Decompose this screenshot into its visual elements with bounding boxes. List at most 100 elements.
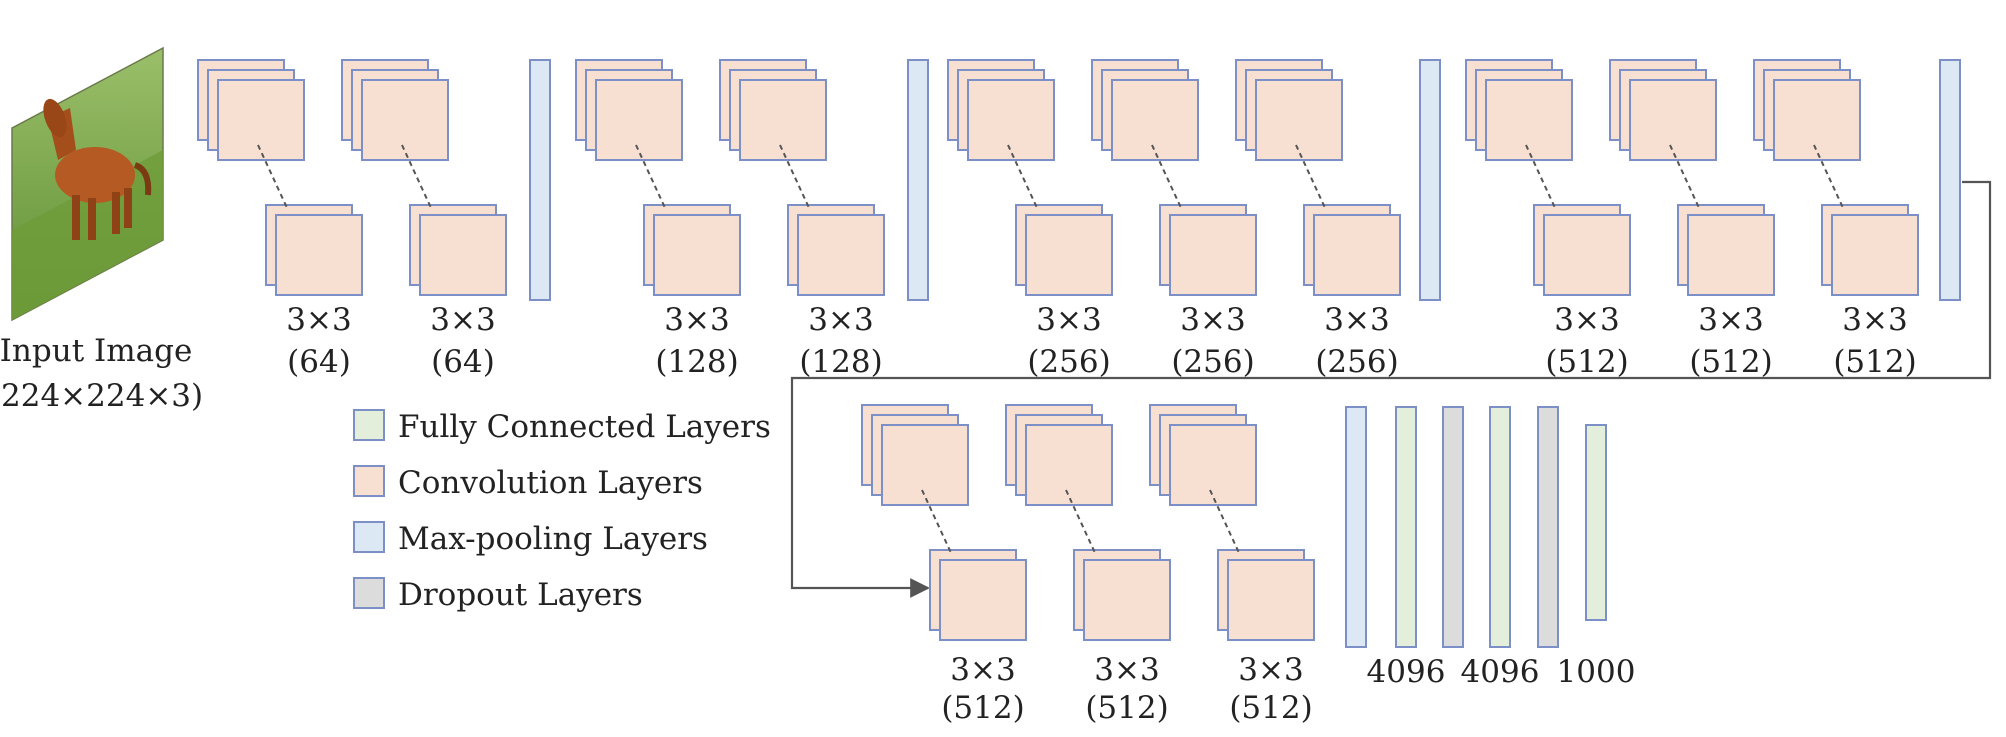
- conv-sheet: [1255, 79, 1343, 161]
- conv-filters-label: (64): [287, 344, 351, 380]
- conv-layer: 3×3 (64): [341, 59, 507, 380]
- conv-layer: 3×3(256): [947, 59, 1113, 380]
- conv-sheet: [361, 79, 449, 161]
- conv-layer: 3×3(512): [1465, 59, 1631, 380]
- legend-swatch-dropout: [353, 577, 385, 609]
- kernel-dashed-line: [1007, 144, 1039, 211]
- kernel-dashed-line: [1065, 489, 1097, 556]
- legend-label-conv: Convolution Layers: [398, 465, 703, 501]
- conv-layer: 3×3(512): [1005, 404, 1171, 726]
- conv-filters-label: (256): [1027, 344, 1110, 380]
- conv-sheet: [1773, 79, 1861, 161]
- conv-filters-label: (512): [1689, 344, 1772, 380]
- kernel-dashed-line: [1669, 144, 1701, 211]
- pool-bar: [1345, 406, 1367, 648]
- conv-sheet: [595, 79, 683, 161]
- pool-bar: [1419, 59, 1441, 301]
- conv-layer: 3×3(512): [861, 404, 1027, 726]
- dropout-layer: [1442, 406, 1464, 648]
- legend-swatch-pool: [353, 521, 385, 553]
- dropout-layer: [1537, 406, 1559, 648]
- kernel-dashed-line: [779, 144, 811, 211]
- conv-layer: 3×3 (64): [197, 59, 363, 380]
- conv-filters-label: (512): [1085, 690, 1168, 726]
- conv-filters-label: (256): [1171, 344, 1254, 380]
- conv-sheet: [1025, 424, 1113, 506]
- conv-layer: 3×3(128): [575, 59, 741, 380]
- kernel-dashed-line: [257, 144, 289, 211]
- row-connector-arrow: [790, 180, 1992, 598]
- legend-swatch-conv: [353, 465, 385, 497]
- conv-sheet: [275, 214, 363, 296]
- conv-filters-label: (512): [1833, 344, 1916, 380]
- conv-kernel-label: 3×3: [1180, 302, 1245, 338]
- conv-kernel-label: 3×3: [1698, 302, 1763, 338]
- kernel-dashed-line: [1151, 144, 1183, 211]
- conv-sheet: [797, 214, 885, 296]
- conv-sheet: [653, 214, 741, 296]
- fc-bar: [1395, 406, 1417, 648]
- fc-units-label: 1000: [1557, 654, 1636, 690]
- conv-layer: 3×3(256): [1235, 59, 1401, 380]
- conv-layer: 3×3 (512): [1609, 59, 1775, 380]
- conv-sheet: [1111, 79, 1199, 161]
- conv-sheet: [739, 79, 827, 161]
- legend-swatch-fc: [353, 409, 385, 441]
- dropout-bar: [1537, 406, 1559, 648]
- conv-filters-label: (512): [941, 690, 1024, 726]
- conv-sheet: [1485, 79, 1573, 161]
- pool-layer: [1419, 59, 1441, 301]
- conv-kernel-label: 3×3: [1842, 302, 1907, 338]
- conv-layer: 3×3 (512): [1753, 59, 1919, 380]
- input-image-label: Input Image: [0, 333, 192, 369]
- kernel-dashed-line: [401, 144, 433, 211]
- conv-sheet: [1831, 214, 1919, 296]
- pool-bar: [1939, 59, 1961, 301]
- conv-sheet: [1169, 214, 1257, 296]
- conv-kernel-label: 3×3: [1324, 302, 1389, 338]
- kernel-dashed-line: [921, 489, 953, 556]
- input-image: [11, 46, 164, 322]
- conv-sheet: [1169, 424, 1257, 506]
- fc-units-label: 4096: [1367, 654, 1446, 690]
- conv-layer: 3×3(512): [1149, 404, 1315, 726]
- conv-sheet: [881, 424, 969, 506]
- legend-label-fc: Fully Connected Layers: [398, 409, 771, 445]
- input-image-dims: (224×224×3): [0, 378, 203, 414]
- conv-kernel-label: 3×3: [430, 302, 495, 338]
- conv-kernel-label: 3×3: [808, 302, 873, 338]
- conv-kernel-label: 3×3: [1554, 302, 1619, 338]
- kernel-dashed-line: [1813, 144, 1845, 211]
- conv-layer: 3×3 (256): [1091, 59, 1257, 380]
- kernel-dashed-line: [1525, 144, 1557, 211]
- conv-sheet: [1227, 559, 1315, 641]
- conv-filters-label: (128): [799, 344, 882, 380]
- conv-sheet: [217, 79, 305, 161]
- pool-layer: [529, 59, 551, 301]
- conv-kernel-label: 3×3: [286, 302, 351, 338]
- conv-kernel-label: 3×3: [1094, 652, 1159, 688]
- conv-sheet: [1313, 214, 1401, 296]
- pool-bar: [529, 59, 551, 301]
- fc-units-label: 4096: [1461, 654, 1540, 690]
- conv-filters-label: (64): [431, 344, 495, 380]
- kernel-dashed-line: [1295, 144, 1327, 211]
- conv-kernel-label: 3×3: [1238, 652, 1303, 688]
- legend-label-pool: Max-pooling Layers: [398, 521, 708, 557]
- layers: 3×3(64)3×3(64)3×3(128)3×3(128)3×3(256)3×…: [197, 59, 1961, 726]
- fc-layer: 4096: [1461, 406, 1540, 690]
- legend: Fully Connected Layers Convolution Layer…: [353, 409, 771, 613]
- conv-sheet: [939, 559, 1027, 641]
- conv-sheet: [1083, 559, 1171, 641]
- fc-bar: [1585, 424, 1607, 621]
- conv-sheet: [1629, 79, 1717, 161]
- conv-sheet: [967, 79, 1055, 161]
- fc-layer: 4096: [1367, 406, 1446, 690]
- conv-layer: 3×3 (128): [719, 59, 885, 380]
- conv-kernel-label: 3×3: [664, 302, 729, 338]
- conv-sheet: [1543, 214, 1631, 296]
- fc-layer: 1000: [1557, 424, 1636, 690]
- kernel-dashed-line: [635, 144, 667, 211]
- pool-layer: [907, 59, 929, 301]
